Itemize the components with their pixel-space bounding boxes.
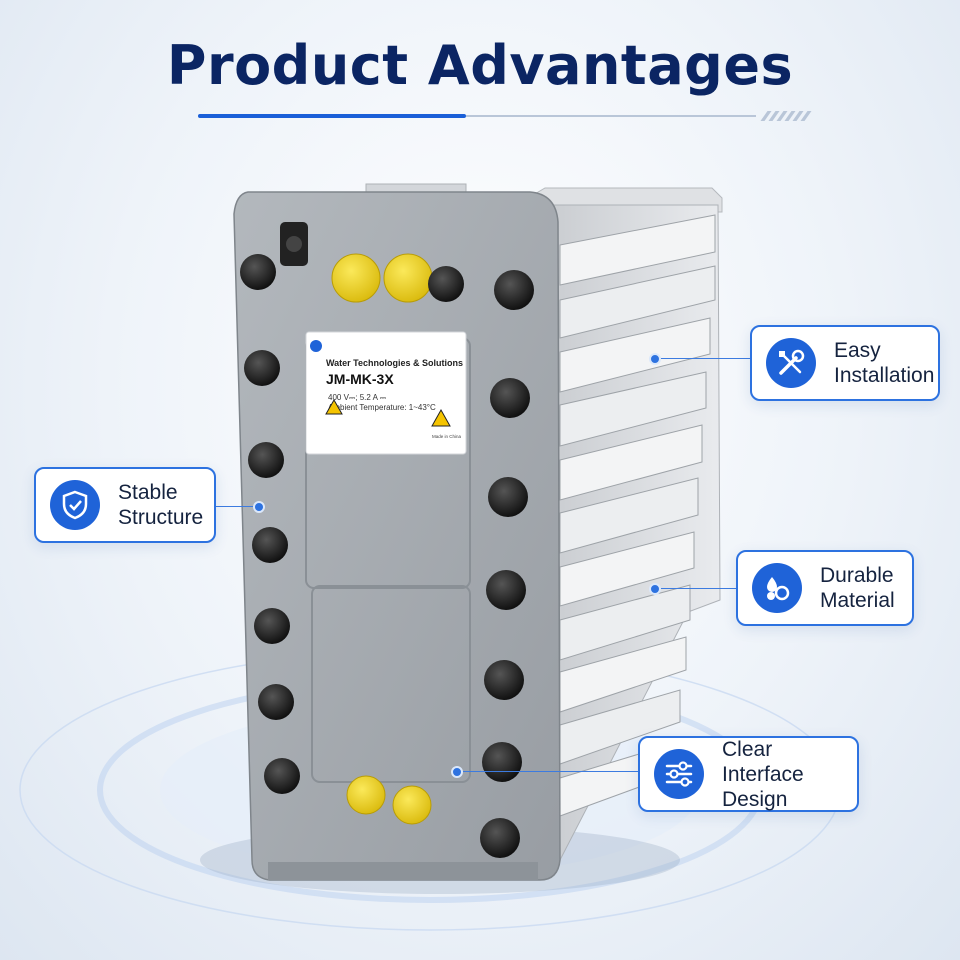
feature-label-line1: Stable (118, 481, 178, 504)
sliders-icon (654, 749, 704, 799)
label-brand: Water Technologies & Solutions (326, 358, 463, 368)
connector-dot (649, 583, 661, 595)
cooling-fins (559, 214, 716, 817)
label-rating: 400 V⎓; 5.2 A ⎓ (328, 393, 387, 402)
feature-label-line2: Material (820, 589, 895, 612)
inlet-ports (280, 222, 464, 825)
label-temperature: Ambient Temperature: 1~43°C (328, 403, 436, 412)
feature-label-line1: Easy (834, 339, 881, 362)
feature-label-line1: Clear (722, 737, 773, 761)
warning-icon (431, 408, 451, 427)
feature-label-line2: Installation (834, 364, 935, 387)
feature-label-line2: Structure (118, 506, 204, 529)
label-origin: Made in China (432, 434, 462, 439)
label-model: JM-MK-3X (326, 371, 394, 387)
connector-dot (451, 766, 463, 778)
feature-easy-installation: Easy Installation (750, 325, 940, 401)
feature-stable-structure: Stable Structure (34, 467, 216, 543)
bolts (240, 254, 534, 858)
feature-label-line1: Durable (820, 564, 894, 587)
droplets-icon (752, 563, 802, 613)
feature-clear-interface-design: Clear Interface Design (638, 736, 859, 812)
connector-line (654, 358, 750, 359)
feature-label-line2: Interface Design (722, 762, 804, 811)
tools-icon (766, 338, 816, 388)
feature-durable-material: Durable Material (736, 550, 914, 626)
connector-dot (253, 501, 265, 513)
connector-line (654, 588, 736, 589)
title-underline (198, 111, 812, 121)
page-title: Product Advantages (166, 34, 794, 97)
connector-line (214, 506, 258, 507)
connector-line (456, 771, 638, 772)
warning-icon (325, 398, 343, 415)
shield-check-icon (50, 480, 100, 530)
connector-dot (649, 353, 661, 365)
